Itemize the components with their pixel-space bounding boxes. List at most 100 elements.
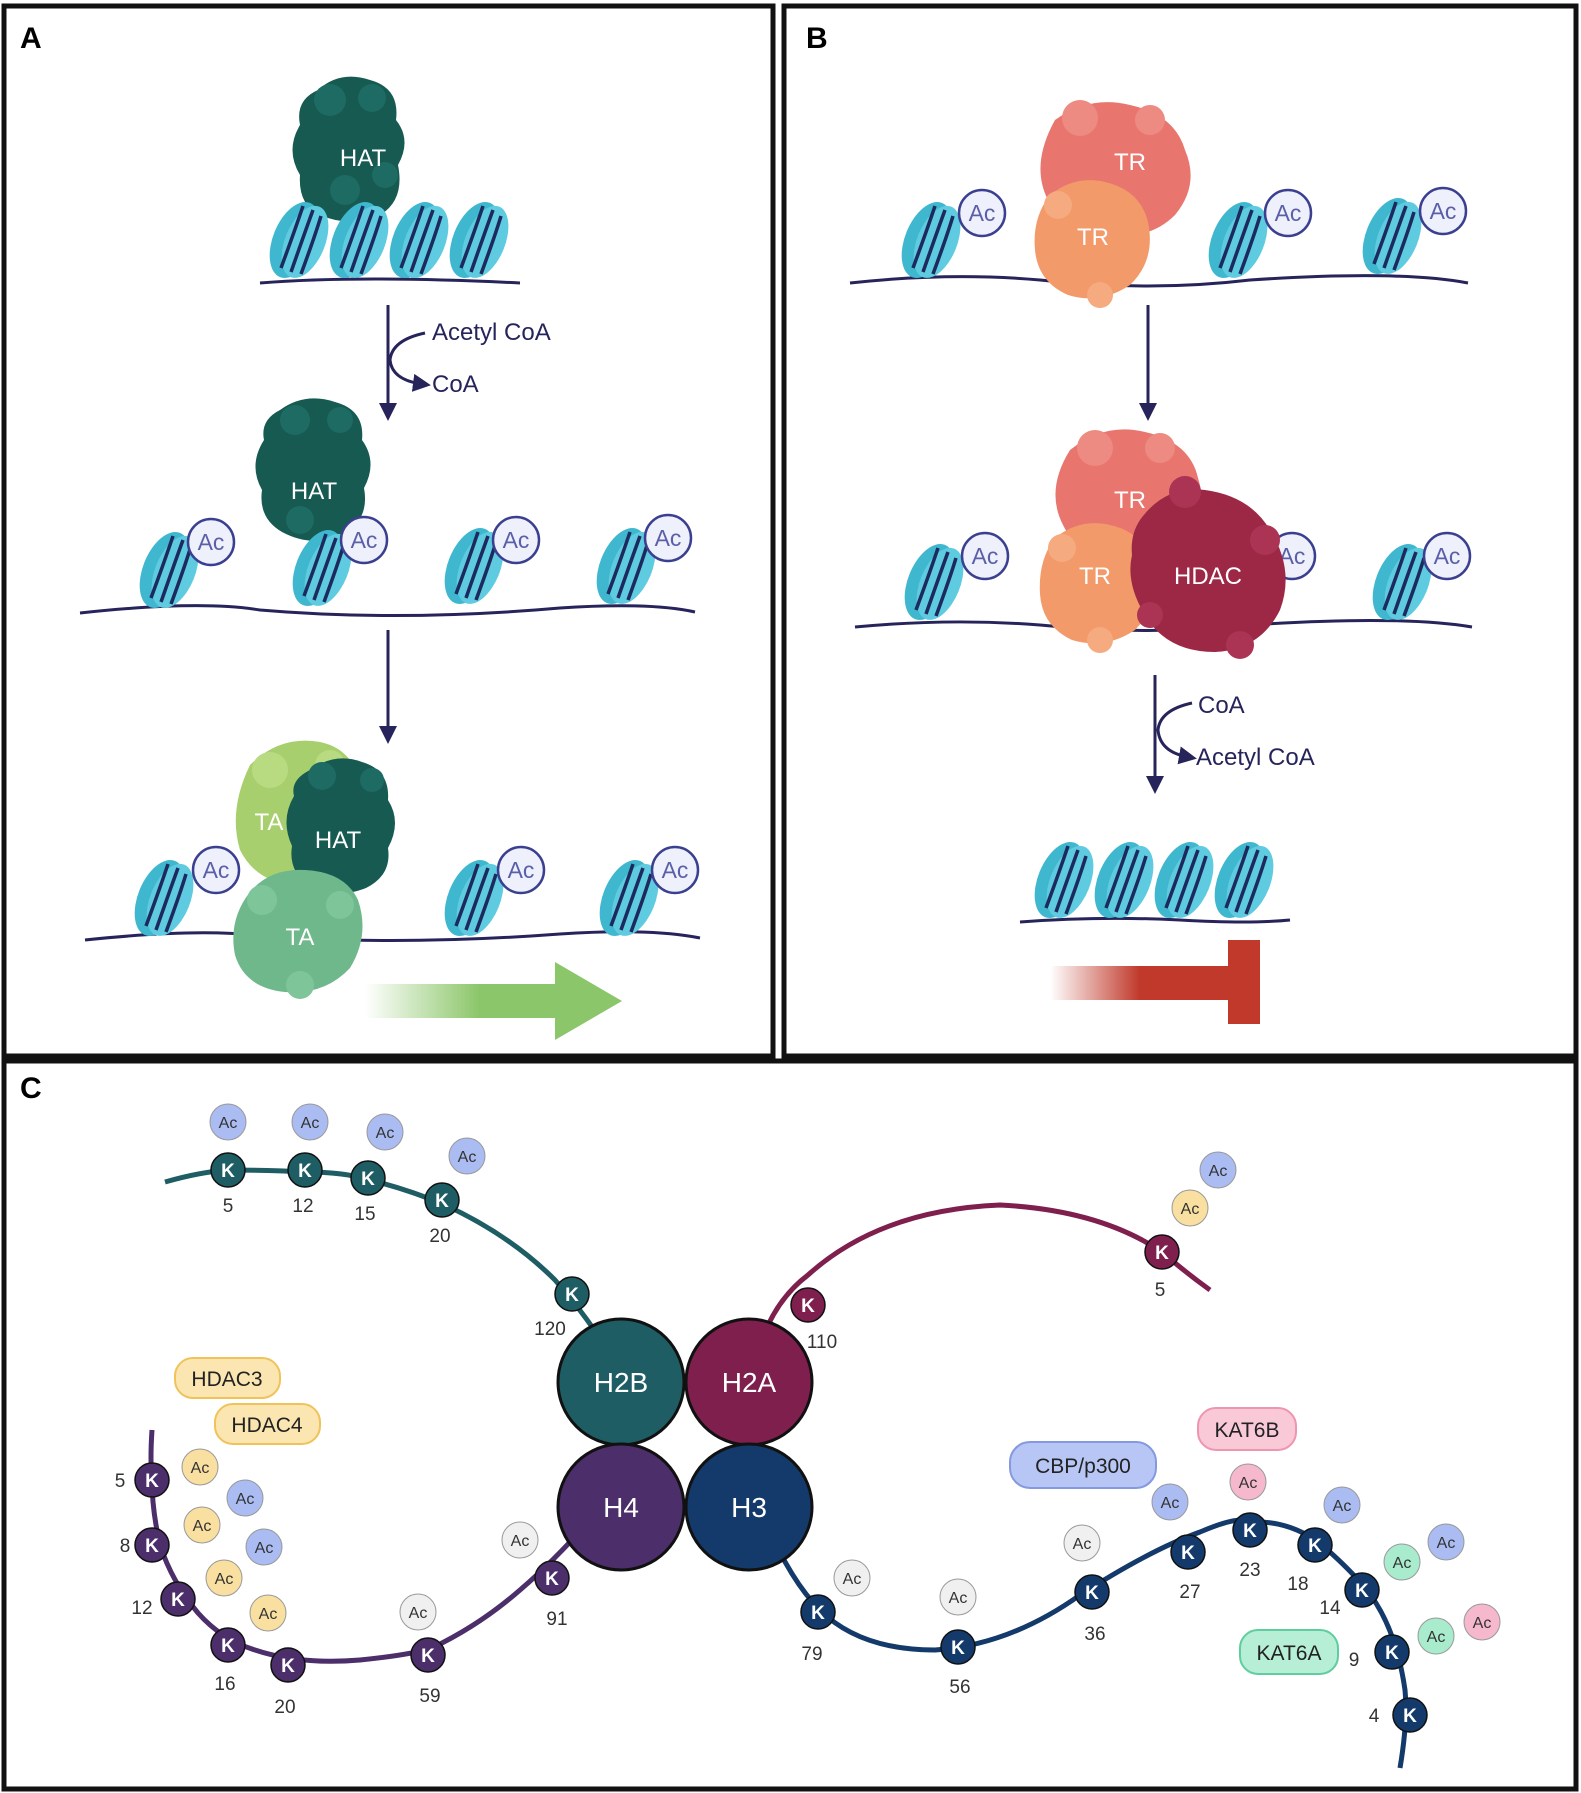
svg-text:Ac: Ac xyxy=(351,527,378,553)
svg-text:K: K xyxy=(545,1569,559,1590)
hat-label: HAT xyxy=(340,145,387,172)
site-number: 12 xyxy=(131,1598,152,1619)
svg-text:K: K xyxy=(801,1296,815,1317)
svg-text:Ac: Ac xyxy=(191,1460,210,1477)
svg-text:Ac: Ac xyxy=(1181,1201,1200,1218)
site-number: 110 xyxy=(807,1332,837,1353)
ta-activator-bottom: TA xyxy=(233,869,363,999)
h4-lysine: K91 xyxy=(534,1560,570,1630)
svg-text:CBP/p300: CBP/p300 xyxy=(1035,1455,1131,1478)
acetyl-badge: Ac xyxy=(1151,1483,1189,1521)
coa-label: CoA xyxy=(432,371,479,398)
svg-text:K: K xyxy=(421,1646,435,1667)
site-number: 27 xyxy=(1179,1582,1200,1603)
site-number: 23 xyxy=(1239,1560,1260,1581)
nucleosome xyxy=(1022,832,1105,928)
h2b-lysine: K5 xyxy=(210,1152,246,1217)
nucleosome xyxy=(437,192,520,288)
svg-text:Ac: Ac xyxy=(843,1571,862,1588)
panel-b-frame xyxy=(781,3,1579,1059)
svg-text:Ac: Ac xyxy=(1473,1615,1492,1632)
svg-text:Ac: Ac xyxy=(376,1125,395,1142)
kat6a-label: KAT6A xyxy=(1239,1629,1339,1675)
svg-text:K: K xyxy=(221,1161,235,1182)
nucleosome xyxy=(1142,832,1225,928)
acetyl-badge: Ac xyxy=(1229,1463,1267,1501)
h3-lysine: K18 xyxy=(1287,1527,1333,1595)
acetyl-badge: Ac xyxy=(366,1113,404,1151)
svg-text:K: K xyxy=(281,1656,295,1677)
acetyl-badge: Ac xyxy=(245,1528,283,1566)
acetyl-badge: Ac xyxy=(1383,1543,1421,1581)
site-number: 20 xyxy=(274,1697,295,1718)
h3-lysine: K14 xyxy=(1319,1572,1380,1619)
acetyl-badge: Ac xyxy=(205,1559,243,1597)
acetyl-badge: Ac xyxy=(1417,1617,1455,1655)
svg-text:Ac: Ac xyxy=(1275,200,1302,226)
svg-text:Ac: Ac xyxy=(949,1590,968,1607)
h2a-core: H2A xyxy=(684,1317,814,1447)
kat6b-label: KAT6B xyxy=(1197,1407,1297,1451)
h3-lysine: K9 xyxy=(1349,1634,1410,1671)
svg-text:Ac: Ac xyxy=(511,1533,530,1550)
svg-text:K: K xyxy=(361,1169,375,1190)
svg-text:Ac: Ac xyxy=(259,1606,278,1623)
acetyl-mark: Ac xyxy=(957,188,1007,238)
acetyl-mark: Ac xyxy=(650,845,700,895)
cbp-p300-label: CBP/p300 xyxy=(1009,1441,1157,1489)
svg-text:Ac: Ac xyxy=(508,857,535,883)
acetyl-badge: Ac xyxy=(501,1521,539,1559)
svg-text:KAT6A: KAT6A xyxy=(1257,1642,1322,1665)
svg-text:K: K xyxy=(1181,1543,1195,1564)
svg-text:Ac: Ac xyxy=(1161,1495,1180,1512)
nucleosome xyxy=(377,192,460,288)
tr-repressor-bottom: TR xyxy=(1039,523,1154,653)
dna-strand xyxy=(854,618,1473,632)
svg-text:Ac: Ac xyxy=(219,1115,238,1132)
panel-c-frame xyxy=(1,1058,1579,1792)
h3-lysine: K56 xyxy=(940,1629,976,1698)
h2b-core: H2B xyxy=(556,1317,686,1447)
acetyl-badge: Ac xyxy=(291,1103,329,1141)
h4-lysine: K12 xyxy=(131,1581,196,1619)
dna-strand xyxy=(259,277,521,285)
svg-text:K: K xyxy=(951,1638,965,1659)
h3-core: H3 xyxy=(684,1442,814,1572)
h2b-lysine: K15 xyxy=(350,1160,386,1225)
h3-lysine: K79 xyxy=(800,1594,836,1665)
svg-text:Ac: Ac xyxy=(193,1518,212,1535)
site-number: 20 xyxy=(429,1226,450,1247)
hat-complex: HAT xyxy=(255,398,371,541)
tr-label: TR xyxy=(1114,149,1146,176)
acetyl-badge: Ac xyxy=(1199,1151,1237,1189)
nucleosome xyxy=(1082,832,1165,928)
hat-complex: HAT xyxy=(292,76,405,222)
svg-text:Ac: Ac xyxy=(1239,1475,1258,1492)
svg-text:KAT6B: KAT6B xyxy=(1215,1419,1280,1442)
acetyl-mark: Ac xyxy=(339,515,389,565)
tr-repressor-bottom: TR xyxy=(1034,180,1150,308)
site-number: 59 xyxy=(419,1686,440,1707)
acetyl-mark: Ac xyxy=(491,515,541,565)
acetyl-badge: Ac xyxy=(209,1103,247,1141)
panel-a-frame xyxy=(1,3,776,1059)
h4-lysine: K5 xyxy=(115,1462,170,1498)
h4-lysine: K8 xyxy=(120,1527,170,1563)
coa-label: CoA xyxy=(1198,692,1245,719)
h3-lysine: K 27 xyxy=(1170,1534,1206,1603)
acetyl-badge: Ac xyxy=(1171,1189,1209,1227)
hat-label: HAT xyxy=(315,827,362,854)
nucleosome xyxy=(889,192,972,288)
site-number: 18 xyxy=(1287,1574,1308,1595)
acetyl-mark: Ac xyxy=(1422,531,1472,581)
svg-text:Ac: Ac xyxy=(1333,1498,1352,1515)
cofactor-arrow xyxy=(388,331,431,392)
h2b-lysine: K12 xyxy=(287,1152,323,1217)
acetyl-badge: Ac xyxy=(226,1479,264,1517)
svg-text:HDAC3: HDAC3 xyxy=(191,1368,262,1391)
site-number: 5 xyxy=(223,1196,234,1217)
acetyl-badge: Ac xyxy=(448,1137,486,1175)
svg-text:K: K xyxy=(1243,1521,1257,1542)
